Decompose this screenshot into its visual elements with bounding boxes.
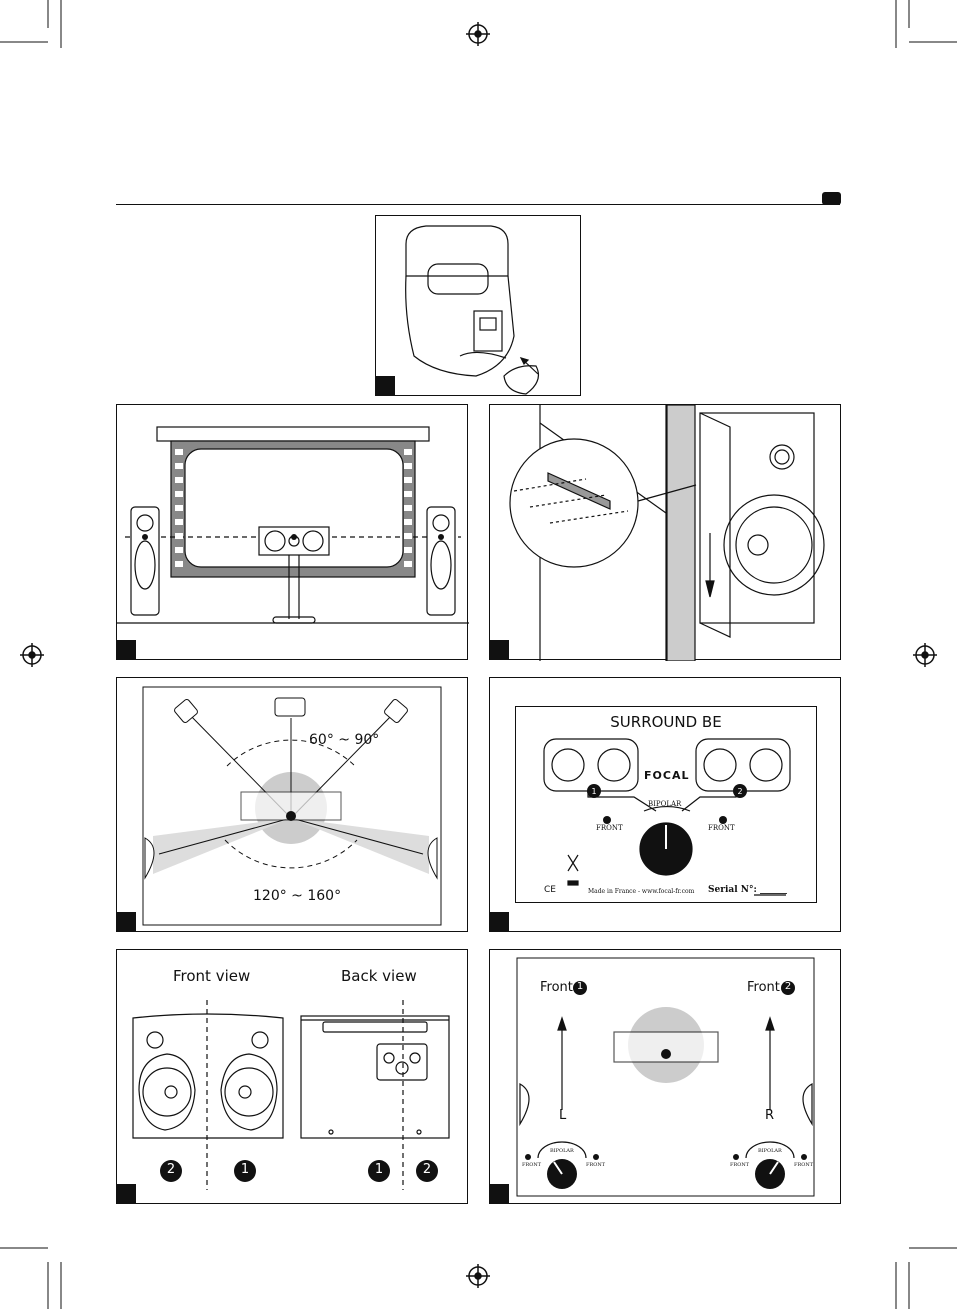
right-bipolar-label: BIPOLAR: [758, 1148, 782, 1154]
ce-mark: CE: [544, 885, 556, 895]
page-tab: [822, 192, 841, 205]
front-angle-label: 60° ~ 90°: [309, 732, 379, 748]
speaker-foot-drawing: [376, 216, 582, 397]
figure-tag: [117, 912, 136, 931]
rear-angle-label: 120° ~ 160°: [253, 888, 341, 904]
registration-mark-left: [20, 643, 44, 667]
front2-label: Front: [747, 980, 780, 995]
connection-plate: 1 2 SURROUND BE FOCAL BIPOLAR FRONT FRON…: [515, 706, 817, 903]
num-2: 2: [783, 981, 793, 992]
front1-label: FRONT: [596, 824, 623, 832]
right-front-label: FRONT: [794, 1162, 813, 1168]
surround-right-speaker: [428, 838, 437, 878]
listener: [286, 811, 296, 821]
detail-zoom-circle: [510, 439, 638, 567]
front1-label: Front: [540, 980, 573, 995]
registration-mark-right: [913, 643, 937, 667]
wall-mount-drawing: [490, 405, 842, 661]
figure-left-right-placement: Front 1 Front 2 L R BIPOLAR FRONT FRONT …: [489, 949, 841, 1204]
surround-left-speaker: [145, 838, 154, 878]
right-front-label: FRONT: [730, 1162, 749, 1168]
center-speaker: [259, 527, 329, 555]
registration-mark-top: [466, 22, 490, 46]
right-label: R: [765, 1108, 774, 1123]
badge-num: 1: [240, 1162, 250, 1177]
front-view-label: Front view: [173, 967, 250, 985]
figure-wall-mount: [489, 404, 841, 660]
plate-title: SURROUND BE: [516, 713, 816, 731]
num-2: 2: [737, 787, 742, 796]
figure-speaker-foot: [375, 215, 581, 396]
figure-tag: [490, 640, 509, 659]
left-front-label: FRONT: [586, 1162, 605, 1168]
figure-placement-angles: 60° ~ 90° 120° ~ 160°: [116, 677, 468, 932]
left-front-label: FRONT: [522, 1162, 541, 1168]
figure-tag: [376, 376, 395, 395]
figure-screen-setup: [116, 404, 468, 660]
registration-mark-bottom: [466, 1264, 490, 1288]
badge-num: 2: [422, 1162, 432, 1177]
front2-label: FRONT: [708, 824, 735, 832]
figure-tag: [490, 912, 509, 931]
badge-num: 1: [374, 1162, 384, 1177]
back-view-label: Back view: [341, 967, 417, 985]
figure-tag: [117, 1184, 136, 1203]
num-1: 1: [591, 787, 596, 796]
left-label: L: [559, 1108, 566, 1123]
figure-tag: [490, 1184, 509, 1203]
num-1: 1: [575, 981, 585, 992]
left-bipolar-label: BIPOLAR: [550, 1148, 574, 1154]
screen-setup-drawing: [117, 405, 469, 661]
figure-front-back-view: Front view Back view 2 1 1 2: [116, 949, 468, 1204]
figure-tag: [117, 640, 136, 659]
made-in-label: Made in France - www.focal-fr.com: [588, 888, 694, 895]
brand-logo: FOCAL: [644, 769, 689, 782]
listener: [661, 1049, 671, 1059]
bipolar-label: BIPOLAR: [648, 800, 681, 808]
center-speaker: [275, 698, 305, 716]
serial-label: Serial N°: ______: [708, 885, 787, 895]
screen-roller: [157, 427, 429, 441]
header-rule: [116, 204, 840, 205]
badge-num: 2: [166, 1162, 176, 1177]
figure-back-plate: 1 2 SURROUND BE FOCAL BIPOLAR FRONT FRON…: [489, 677, 841, 932]
